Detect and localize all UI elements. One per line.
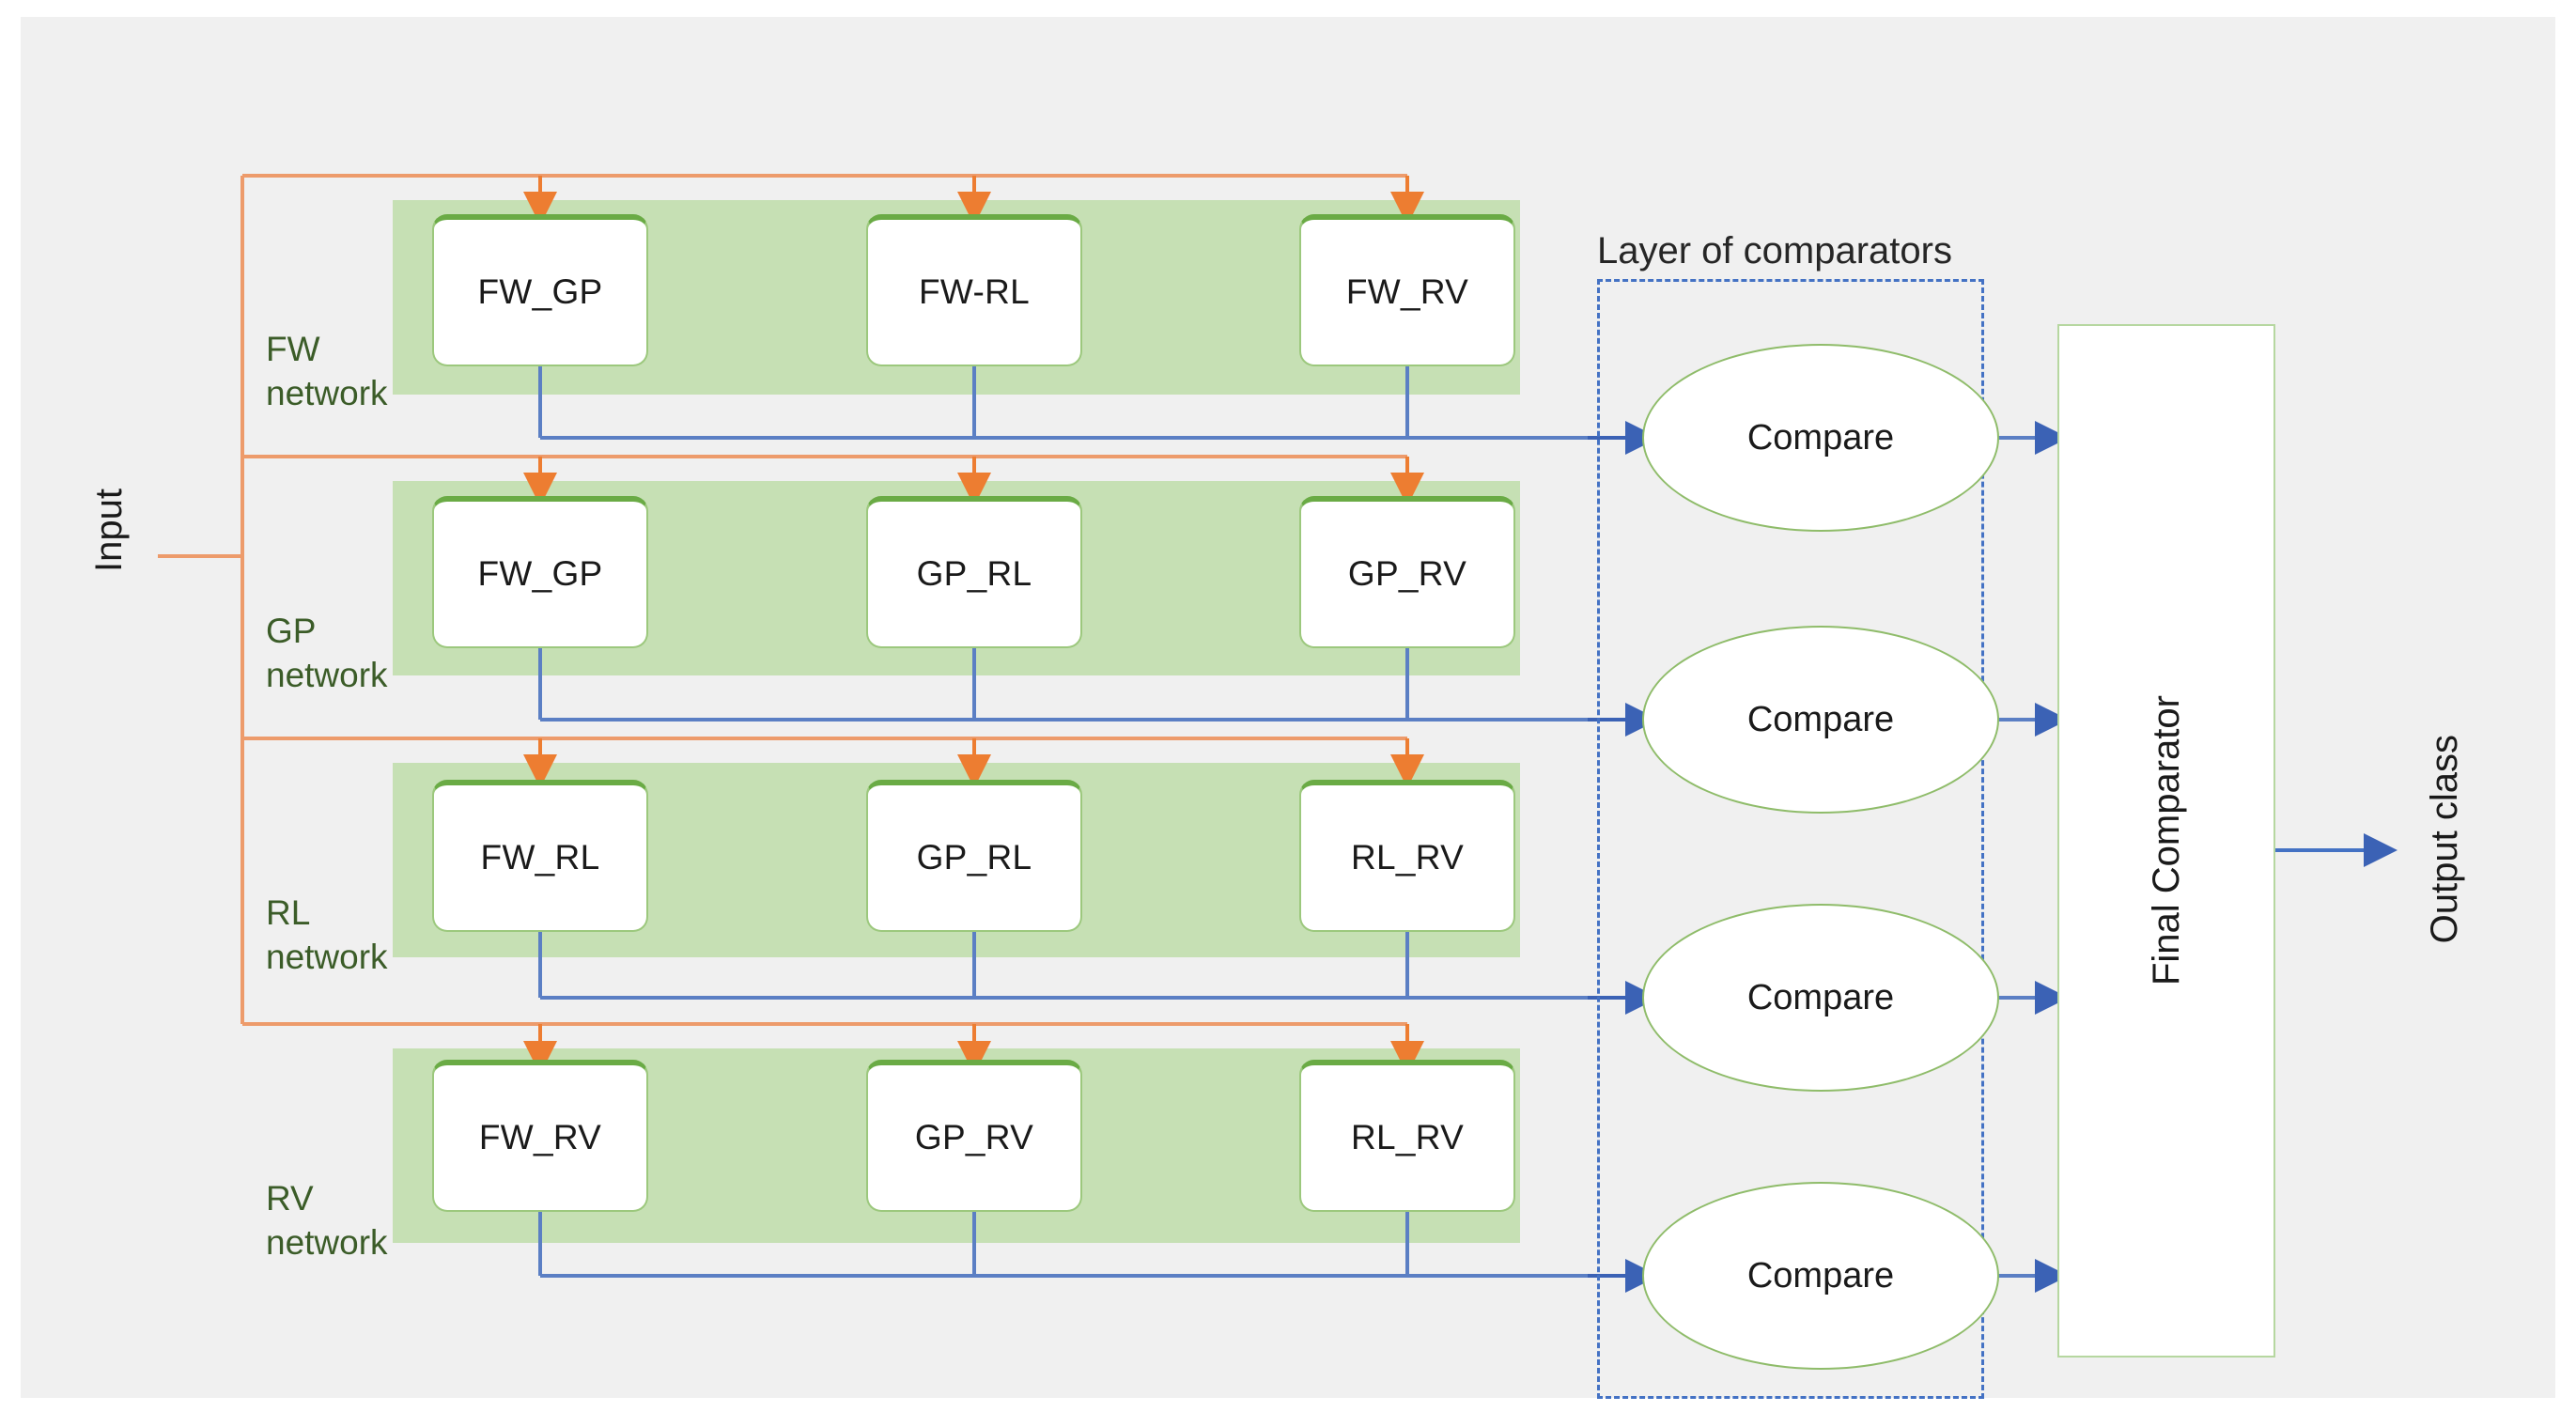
network-label-rv: RV network [266, 1179, 388, 1263]
network-label-fw: FW network [266, 330, 388, 413]
node-rl-2[interactable]: RL_RV [1299, 780, 1515, 932]
node-rv-0[interactable]: FW_RV [432, 1060, 648, 1212]
node-rv-2[interactable]: RL_RV [1299, 1060, 1515, 1212]
node-gp-2[interactable]: GP_RV [1299, 496, 1515, 648]
node-rl-0[interactable]: FW_RL [432, 780, 648, 932]
comparator-layer-label: Layer of comparators [1597, 230, 1952, 272]
network-label-rl: RL network [266, 893, 388, 977]
node-fw-0[interactable]: FW_GP [432, 214, 648, 366]
compare-ellipse-rv[interactable]: Compare [1642, 1182, 1999, 1370]
network-output-wires [538, 366, 1597, 1278]
compare-ellipse-gp[interactable]: Compare [1642, 626, 1999, 814]
output-class-label: Output class [2424, 735, 2465, 944]
node-rv-1[interactable]: GP_RV [866, 1060, 1082, 1212]
final-comparator-label: Final Comparator [2145, 695, 2187, 986]
network-label-gp: GP network [266, 612, 388, 695]
final-comparator-box[interactable]: Final Comparator [2057, 324, 2275, 1358]
node-rl-1[interactable]: GP_RL [866, 780, 1082, 932]
compare-ellipse-fw[interactable]: Compare [1642, 344, 1999, 532]
node-fw-2[interactable]: FW_RV [1299, 214, 1515, 366]
comparator-layer-box [1597, 279, 1984, 1399]
node-fw-1[interactable]: FW-RL [866, 214, 1082, 366]
compare-ellipse-rl[interactable]: Compare [1642, 904, 1999, 1092]
output-label-wrap: Output class [2424, 735, 2466, 948]
node-gp-0[interactable]: FW_GP [432, 496, 648, 648]
compare-input-arrows [1588, 421, 1659, 1293]
input-label: Input [88, 489, 130, 572]
input-orange-wires [158, 174, 1407, 1026]
input-label-wrap: Input [88, 489, 131, 577]
input-arrows [523, 176, 1424, 1075]
node-gp-1[interactable]: GP_RL [866, 496, 1082, 648]
